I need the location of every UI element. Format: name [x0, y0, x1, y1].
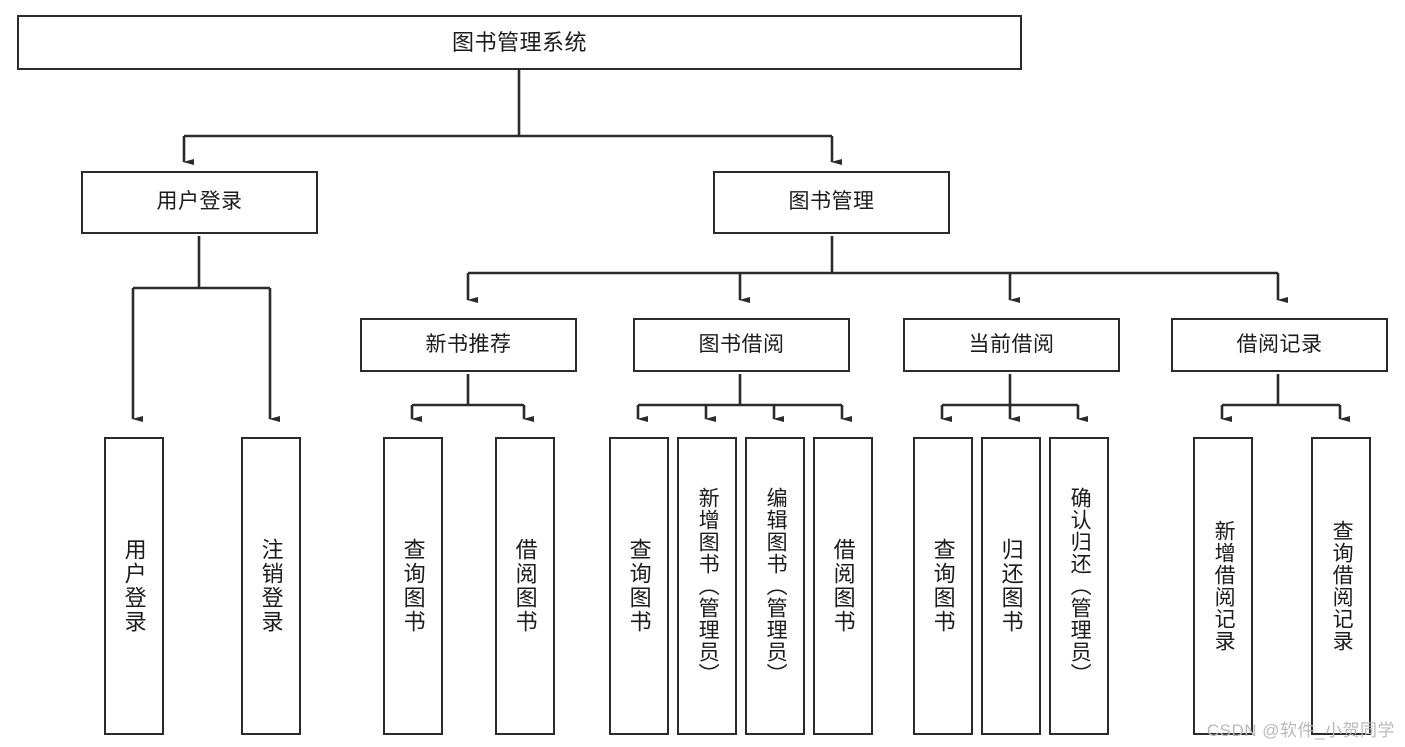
leaf-label: 编辑图书（管理员） [764, 487, 788, 685]
node-borrow-records[interactable]: 借阅记录 [1171, 318, 1388, 372]
node-label: 图书管理系统 [451, 29, 587, 55]
leaf-confirm-return-admin[interactable]: 确认归还（管理员） [1049, 437, 1109, 735]
leaf-borrow-books[interactable]: 借阅图书 [813, 437, 873, 735]
node-label: 当前借阅 [968, 332, 1055, 356]
leaf-label: 借阅图书 [830, 538, 856, 634]
leaf-label: 归还图书 [998, 538, 1024, 634]
node-book-borrowing[interactable]: 图书借阅 [633, 318, 850, 372]
leaf-label: 注销登录 [258, 538, 284, 634]
leaf-label: 确认归还（管理员） [1068, 487, 1092, 685]
node-label: 借阅记录 [1236, 332, 1323, 356]
leaf-add-borrow-record[interactable]: 新增借阅记录 [1193, 437, 1253, 735]
leaf-return-books[interactable]: 归还图书 [981, 437, 1041, 735]
leaf-query-books-current[interactable]: 查询图书 [913, 437, 973, 735]
leaf-user-login[interactable]: 用户登录 [104, 437, 164, 735]
leaf-label: 新增借阅记录 [1212, 520, 1236, 652]
watermark-text: CSDN @软件_小贺同学 [1206, 721, 1395, 740]
node-user-login[interactable]: 用户登录 [81, 171, 318, 234]
leaf-label: 查询图书 [400, 538, 426, 634]
node-new-book-recommendation[interactable]: 新书推荐 [360, 318, 577, 372]
node-root-system[interactable]: 图书管理系统 [17, 15, 1022, 70]
node-label: 新书推荐 [425, 332, 512, 356]
node-book-management[interactable]: 图书管理 [713, 171, 950, 234]
leaf-label: 查询图书 [626, 538, 652, 634]
node-label: 用户登录 [156, 190, 243, 214]
leaf-label: 查询借阅记录 [1330, 520, 1354, 652]
leaf-query-borrow-record[interactable]: 查询借阅记录 [1311, 437, 1371, 735]
leaf-query-books-borrow[interactable]: 查询图书 [609, 437, 669, 735]
node-label: 图书管理 [788, 190, 875, 214]
leaf-borrow-books-rec[interactable]: 借阅图书 [495, 437, 555, 735]
leaf-label: 新增图书（管理员） [696, 487, 720, 685]
leaf-label: 用户登录 [121, 538, 147, 634]
leaf-label: 借阅图书 [512, 538, 538, 634]
leaf-edit-book-admin[interactable]: 编辑图书（管理员） [745, 437, 805, 735]
node-current-borrowing[interactable]: 当前借阅 [903, 318, 1120, 372]
leaf-add-book-admin[interactable]: 新增图书（管理员） [677, 437, 737, 735]
leaf-label: 查询图书 [930, 538, 956, 634]
leaf-query-books-rec[interactable]: 查询图书 [383, 437, 443, 735]
leaf-logout[interactable]: 注销登录 [241, 437, 301, 735]
node-label: 图书借阅 [698, 332, 785, 356]
